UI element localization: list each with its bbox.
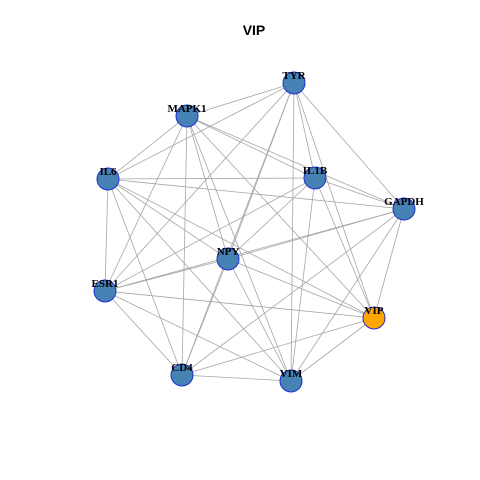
edge-mapk1-npy bbox=[186, 115, 229, 260]
edge-cd4-vim bbox=[181, 374, 292, 382]
node-label-gapdh: GAPDH bbox=[384, 196, 424, 208]
edge-npy-esr1 bbox=[104, 258, 229, 292]
edge-il1b-gapdh bbox=[314, 177, 405, 210]
edge-tyr-il1b bbox=[293, 82, 316, 179]
edge-tyr-vip bbox=[293, 82, 375, 319]
edge-mapk1-il6 bbox=[107, 115, 188, 180]
edge-npy-cd4 bbox=[181, 258, 229, 376]
edge-mapk1-gapdh bbox=[186, 115, 405, 210]
node-gapdh bbox=[392, 197, 416, 221]
edge-il6-gapdh bbox=[107, 178, 405, 210]
node-label-cd4: CD4 bbox=[171, 362, 193, 374]
node-npy bbox=[216, 247, 240, 271]
edge-il6-il1b bbox=[107, 177, 316, 180]
edge-tyr-esr1 bbox=[104, 82, 295, 292]
edge-il6-npy bbox=[107, 178, 229, 260]
edge-il1b-npy bbox=[227, 177, 316, 260]
node-esr1 bbox=[93, 279, 117, 303]
edge-esr1-vim bbox=[104, 290, 292, 382]
edge-layer bbox=[104, 82, 405, 382]
edge-il1b-vip bbox=[314, 177, 375, 319]
node-label-npy: NPY bbox=[217, 246, 240, 258]
edge-il1b-esr1 bbox=[104, 177, 316, 292]
edge-gapdh-cd4 bbox=[181, 208, 405, 376]
edge-vip-vim bbox=[290, 317, 375, 382]
edge-il6-vim bbox=[107, 178, 292, 382]
edge-tyr-cd4 bbox=[181, 82, 295, 376]
edge-il6-cd4 bbox=[107, 178, 183, 376]
edge-mapk1-il1b bbox=[186, 115, 316, 179]
node-il1b bbox=[303, 166, 327, 190]
edge-tyr-vim bbox=[290, 82, 295, 382]
edge-il6-vip bbox=[107, 178, 375, 319]
edge-tyr-gapdh bbox=[293, 82, 405, 210]
edge-esr1-cd4 bbox=[104, 290, 183, 376]
diagram-title: VIP bbox=[243, 22, 266, 38]
node-vip bbox=[362, 306, 386, 330]
node-label-mapk1: MAPK1 bbox=[167, 103, 206, 115]
edge-mapk1-vip bbox=[186, 115, 375, 319]
node-label-tyr: TYR bbox=[282, 70, 306, 82]
node-cd4 bbox=[170, 363, 194, 387]
node-mapk1 bbox=[175, 104, 199, 128]
node-il6 bbox=[96, 167, 120, 191]
edge-npy-vim bbox=[227, 258, 292, 382]
edge-esr1-vip bbox=[104, 290, 375, 319]
edge-npy-vip bbox=[227, 258, 375, 319]
node-label-il1b: IL1B bbox=[303, 165, 328, 177]
edge-mapk1-cd4 bbox=[181, 115, 188, 376]
node-label-esr1: ESR1 bbox=[92, 278, 119, 290]
edge-il1b-vim bbox=[290, 177, 316, 382]
node-label-vim: VIM bbox=[280, 368, 303, 380]
node-vim bbox=[279, 369, 303, 393]
edge-gapdh-vip bbox=[373, 208, 405, 319]
node-tyr bbox=[282, 71, 306, 95]
edge-il6-esr1 bbox=[104, 178, 109, 292]
edge-gapdh-vim bbox=[290, 208, 405, 382]
node-label-vip: VIP bbox=[365, 305, 384, 317]
node-label-il6: IL6 bbox=[99, 166, 117, 178]
edge-mapk1-esr1 bbox=[104, 115, 188, 292]
edge-gapdh-esr1 bbox=[104, 208, 405, 292]
edge-vip-cd4 bbox=[181, 317, 375, 376]
edge-tyr-mapk1 bbox=[186, 82, 295, 117]
